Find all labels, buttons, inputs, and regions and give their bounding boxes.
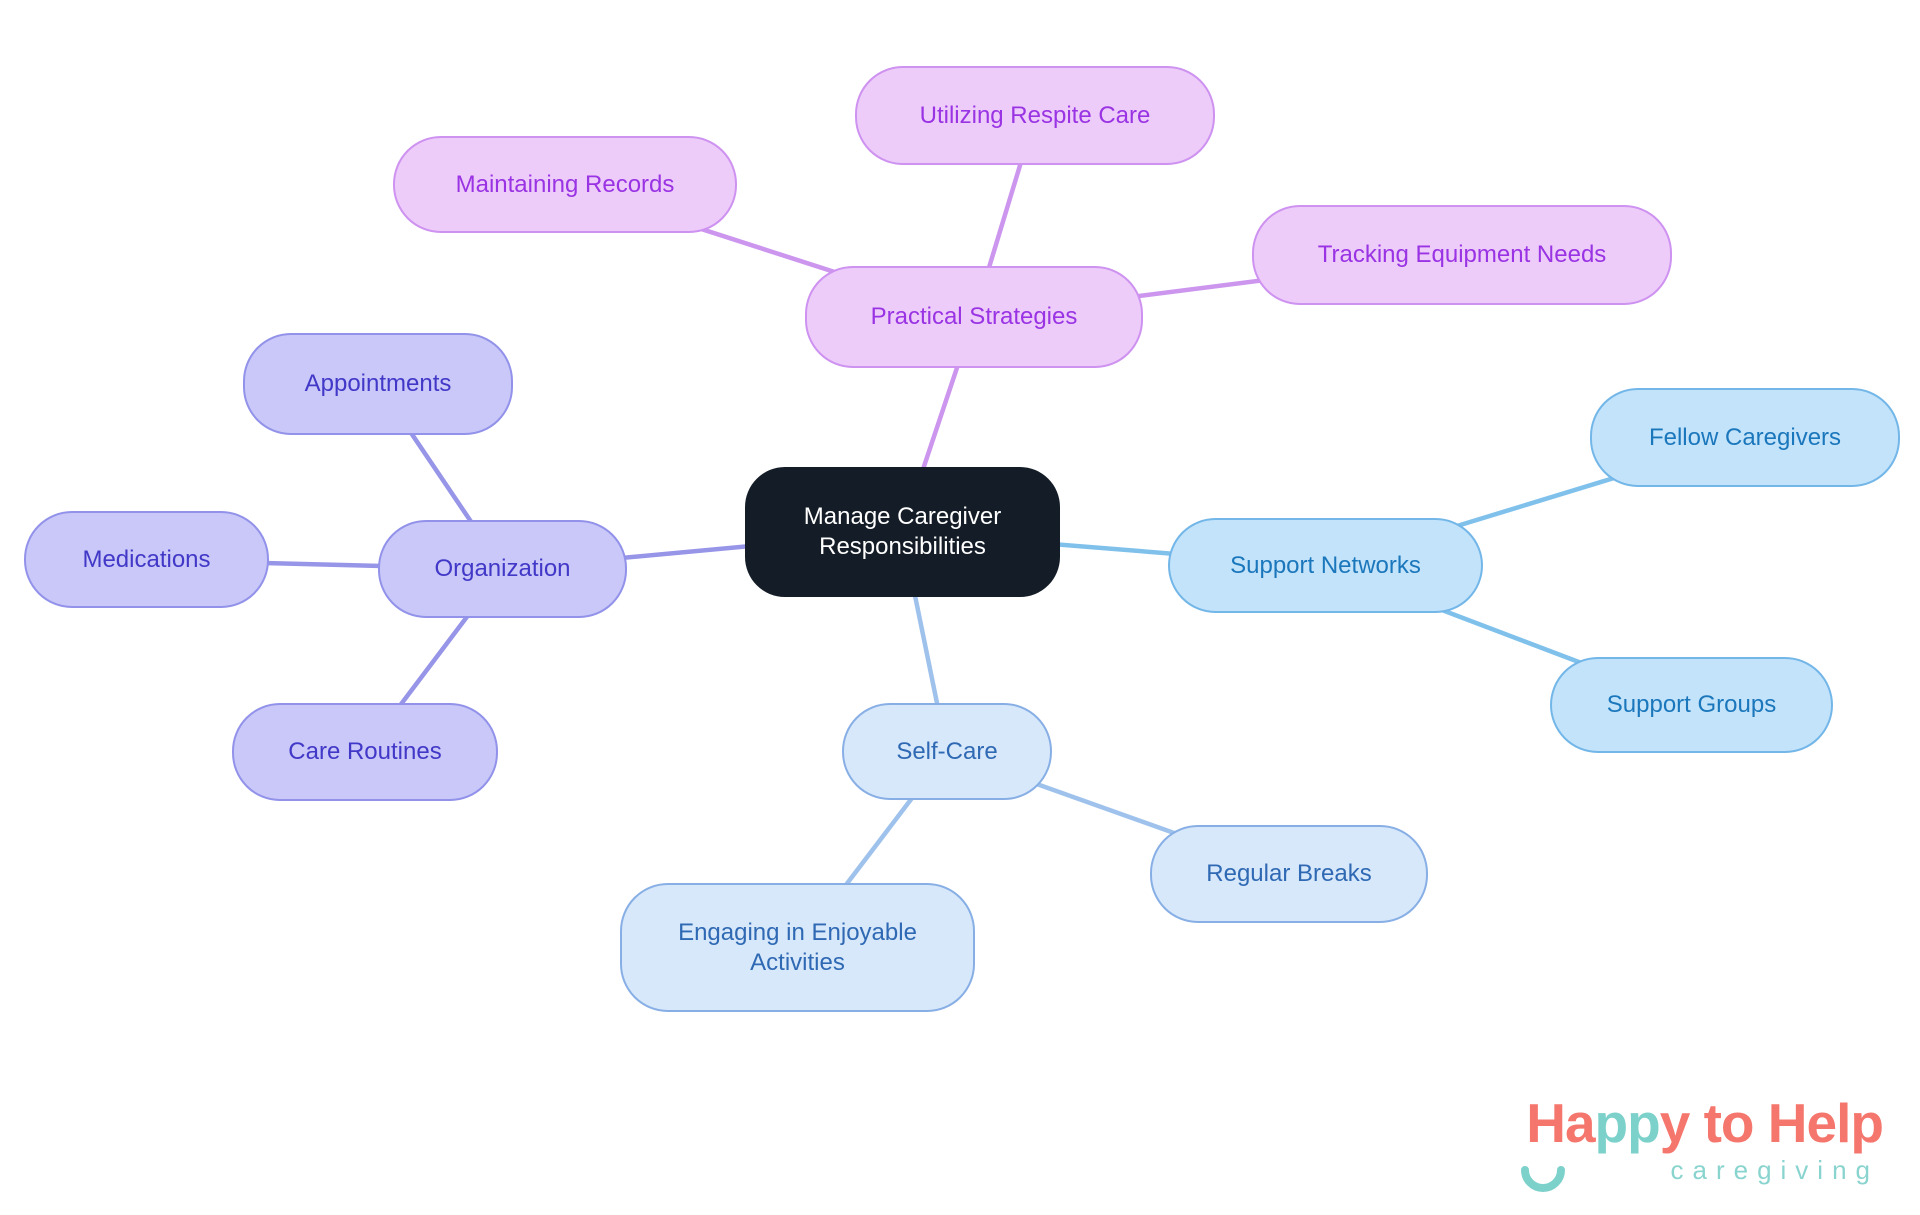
node-appointments[interactable]: Appointments xyxy=(243,333,513,435)
node-label: Medications xyxy=(82,545,211,573)
node-practical-strategies[interactable]: Practical Strategies xyxy=(805,266,1143,368)
node-medications[interactable]: Medications xyxy=(24,511,269,608)
logo-wordmark: Happy to Help xyxy=(1408,1096,1884,1151)
node-label: Support Networks xyxy=(1230,551,1421,579)
logo-text-pp: pp xyxy=(1594,1092,1661,1154)
node-maintaining-records[interactable]: Maintaining Records xyxy=(393,136,737,233)
node-label: Practical Strategies xyxy=(870,303,1078,330)
node-label: Maintaining Records xyxy=(455,170,675,198)
node-label: Care Routines xyxy=(288,738,442,765)
node-label: Self-Care xyxy=(896,737,998,765)
node-support-networks[interactable]: Support Networks xyxy=(1168,518,1483,613)
node-label: Appointments xyxy=(304,370,452,397)
node-utilizing-respite-care[interactable]: Utilizing Respite Care xyxy=(855,66,1215,165)
smile-icon xyxy=(1521,1166,1565,1192)
node-fellow-caregivers[interactable]: Fellow Caregivers xyxy=(1590,388,1900,487)
node-root-label: Manage Caregiver Responsibilities xyxy=(803,503,1002,560)
logo-tagline: caregiving xyxy=(1670,1155,1879,1185)
logo-text-ha: Ha xyxy=(1526,1092,1595,1154)
node-label: Tracking Equipment Needs xyxy=(1317,241,1607,268)
node-organization[interactable]: Organization xyxy=(378,520,627,618)
node-label: Fellow Caregivers xyxy=(1648,423,1842,451)
node-self-care[interactable]: Self-Care xyxy=(842,703,1052,800)
node-label: Engaging in Enjoyable Activities xyxy=(678,918,917,976)
brand-logo: Happy to Help caregiving xyxy=(1408,1096,1884,1192)
node-care-routines[interactable]: Care Routines xyxy=(232,703,498,801)
node-label: Support Groups xyxy=(1606,691,1777,718)
logo-text-y-to-help: y to Help xyxy=(1659,1092,1884,1154)
node-engaging-activities[interactable]: Engaging in Enjoyable Activities xyxy=(620,883,975,1012)
node-root[interactable]: Manage Caregiver Responsibilities xyxy=(745,467,1060,597)
node-regular-breaks[interactable]: Regular Breaks xyxy=(1150,825,1428,923)
node-tracking-equipment-needs[interactable]: Tracking Equipment Needs xyxy=(1252,205,1672,305)
node-label: Organization xyxy=(434,555,571,582)
node-label: Utilizing Respite Care xyxy=(919,101,1151,129)
node-label: Regular Breaks xyxy=(1206,860,1372,887)
node-support-groups[interactable]: Support Groups xyxy=(1550,657,1833,753)
